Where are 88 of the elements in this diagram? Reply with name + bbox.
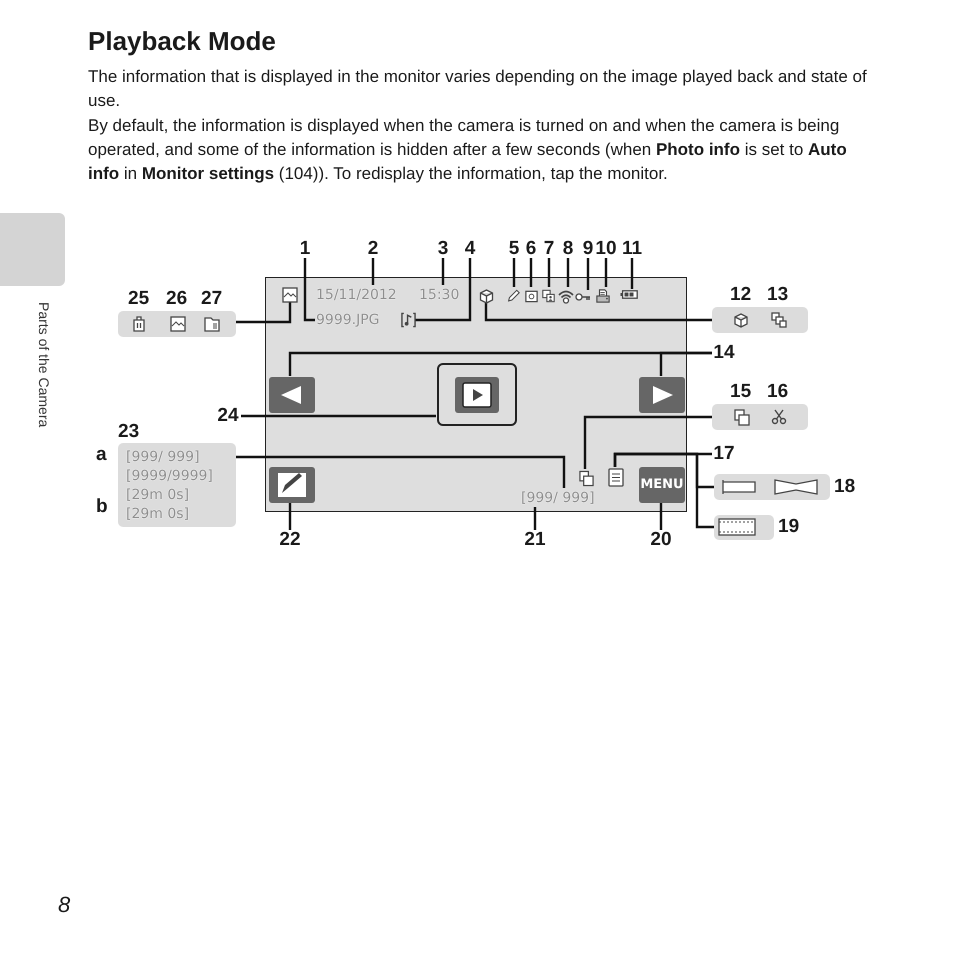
- leader-line: [530, 258, 532, 287]
- menu-button: MENU: [639, 467, 685, 503]
- section-label: Parts of the Camera: [36, 302, 52, 428]
- leader-line: [660, 352, 712, 376]
- leader-line: [614, 452, 714, 528]
- edit-button: [269, 467, 315, 503]
- recording-time: [29m 0s]: [126, 505, 190, 523]
- callout-number: 17: [712, 444, 736, 464]
- callout-number: 21: [523, 530, 547, 550]
- leader-line: [548, 258, 550, 287]
- callout-number: 5: [507, 239, 521, 259]
- callout-number: 25: [128, 289, 150, 309]
- callout-number: 10: [595, 239, 617, 259]
- leader-line: [484, 303, 712, 322]
- leader-line: [604, 258, 608, 287]
- callout-number: 26: [166, 289, 188, 309]
- wifi-icon: [558, 288, 574, 304]
- callout-number: 15: [730, 382, 752, 402]
- leader-line: [512, 258, 516, 287]
- music-note-icon: [401, 312, 416, 328]
- leader-line: [630, 258, 634, 289]
- callout-number: 19: [778, 517, 800, 537]
- callout-number: 14: [712, 343, 736, 363]
- stacked-pages-icon: [579, 470, 594, 487]
- leader-line: [442, 258, 444, 285]
- callout-number: a: [96, 445, 107, 465]
- aspect-ratio-icon: [608, 468, 624, 487]
- icon-panel: [118, 311, 236, 337]
- callout-number: 11: [621, 239, 643, 259]
- callout-number: b: [96, 497, 108, 517]
- callout-number: 18: [834, 477, 856, 497]
- body-text: The information that is displayed in the monitor varies depending on the image played back and state of use.: [88, 66, 868, 112]
- callout-number: 3: [436, 239, 450, 259]
- leader-line: [584, 416, 712, 469]
- callout-number: 6: [524, 239, 538, 259]
- frame-counter: [999/ 999]: [521, 489, 595, 507]
- battery-icon: [620, 290, 638, 299]
- next-button: [639, 377, 685, 413]
- recording-time: [29m 0s]: [126, 486, 190, 504]
- leader-line: [241, 414, 436, 418]
- callout-number: 13: [767, 285, 788, 305]
- callout-number: 9: [581, 239, 595, 259]
- icon-panel: [714, 515, 774, 540]
- callout-number: 23: [118, 422, 140, 442]
- previous-button: [269, 377, 315, 413]
- leader-line: [534, 507, 536, 530]
- monitor-screen: [265, 277, 687, 512]
- key-icon: [575, 291, 591, 303]
- callout-number: 24: [215, 406, 241, 426]
- icon-panel: [712, 307, 808, 333]
- frame-icon: [524, 288, 539, 304]
- leader-line: [586, 258, 590, 290]
- file-name: 9999.JPG: [316, 311, 380, 329]
- counter-panel: [118, 443, 236, 527]
- leader-line: [660, 502, 662, 530]
- callout-number: 12: [730, 285, 752, 305]
- page-title: Playback Mode: [88, 25, 276, 57]
- body-text: By default, the information is displayed when the camera is turned on and when the camera is being operated, and some of the information is hidden after a few seconds (when Photo info is set to Auto info in Monitor settings (104)). To redisplay the information, tap the monitor.: [88, 115, 848, 185]
- printer-icon: [596, 288, 610, 304]
- image-icon: [282, 287, 298, 303]
- frame-counter: [9999/9999]: [126, 467, 213, 485]
- pencil-icon: [507, 288, 520, 304]
- callout-number: 7: [542, 239, 556, 259]
- callout-number: 1: [298, 239, 312, 259]
- callout-number: 27: [201, 289, 222, 309]
- leader-line: [415, 258, 472, 322]
- section-tab: [0, 213, 65, 286]
- callout-number: 2: [366, 239, 380, 259]
- leader-line: [372, 258, 374, 285]
- page-number: 8: [58, 893, 70, 917]
- callout-number: 16: [767, 382, 788, 402]
- leader-line: [288, 502, 292, 530]
- callout-number: 8: [561, 239, 575, 259]
- portrait-icon: [542, 288, 555, 304]
- leader-line: [304, 258, 315, 322]
- cube-icon: [478, 288, 495, 304]
- icon-panel: [714, 474, 830, 500]
- callout-number: 20: [649, 530, 673, 550]
- leader-line: [566, 258, 570, 287]
- leader-line: [236, 456, 566, 488]
- button-frame: [437, 363, 517, 426]
- icon-panel: [712, 404, 808, 430]
- frame-counter: [999/ 999]: [126, 448, 200, 466]
- callout-number: 22: [278, 530, 302, 550]
- date-text: 15/11/2012: [316, 286, 397, 304]
- time-text: 15:30: [419, 286, 460, 304]
- callout-number: 4: [463, 239, 477, 259]
- leader-line: [236, 302, 292, 324]
